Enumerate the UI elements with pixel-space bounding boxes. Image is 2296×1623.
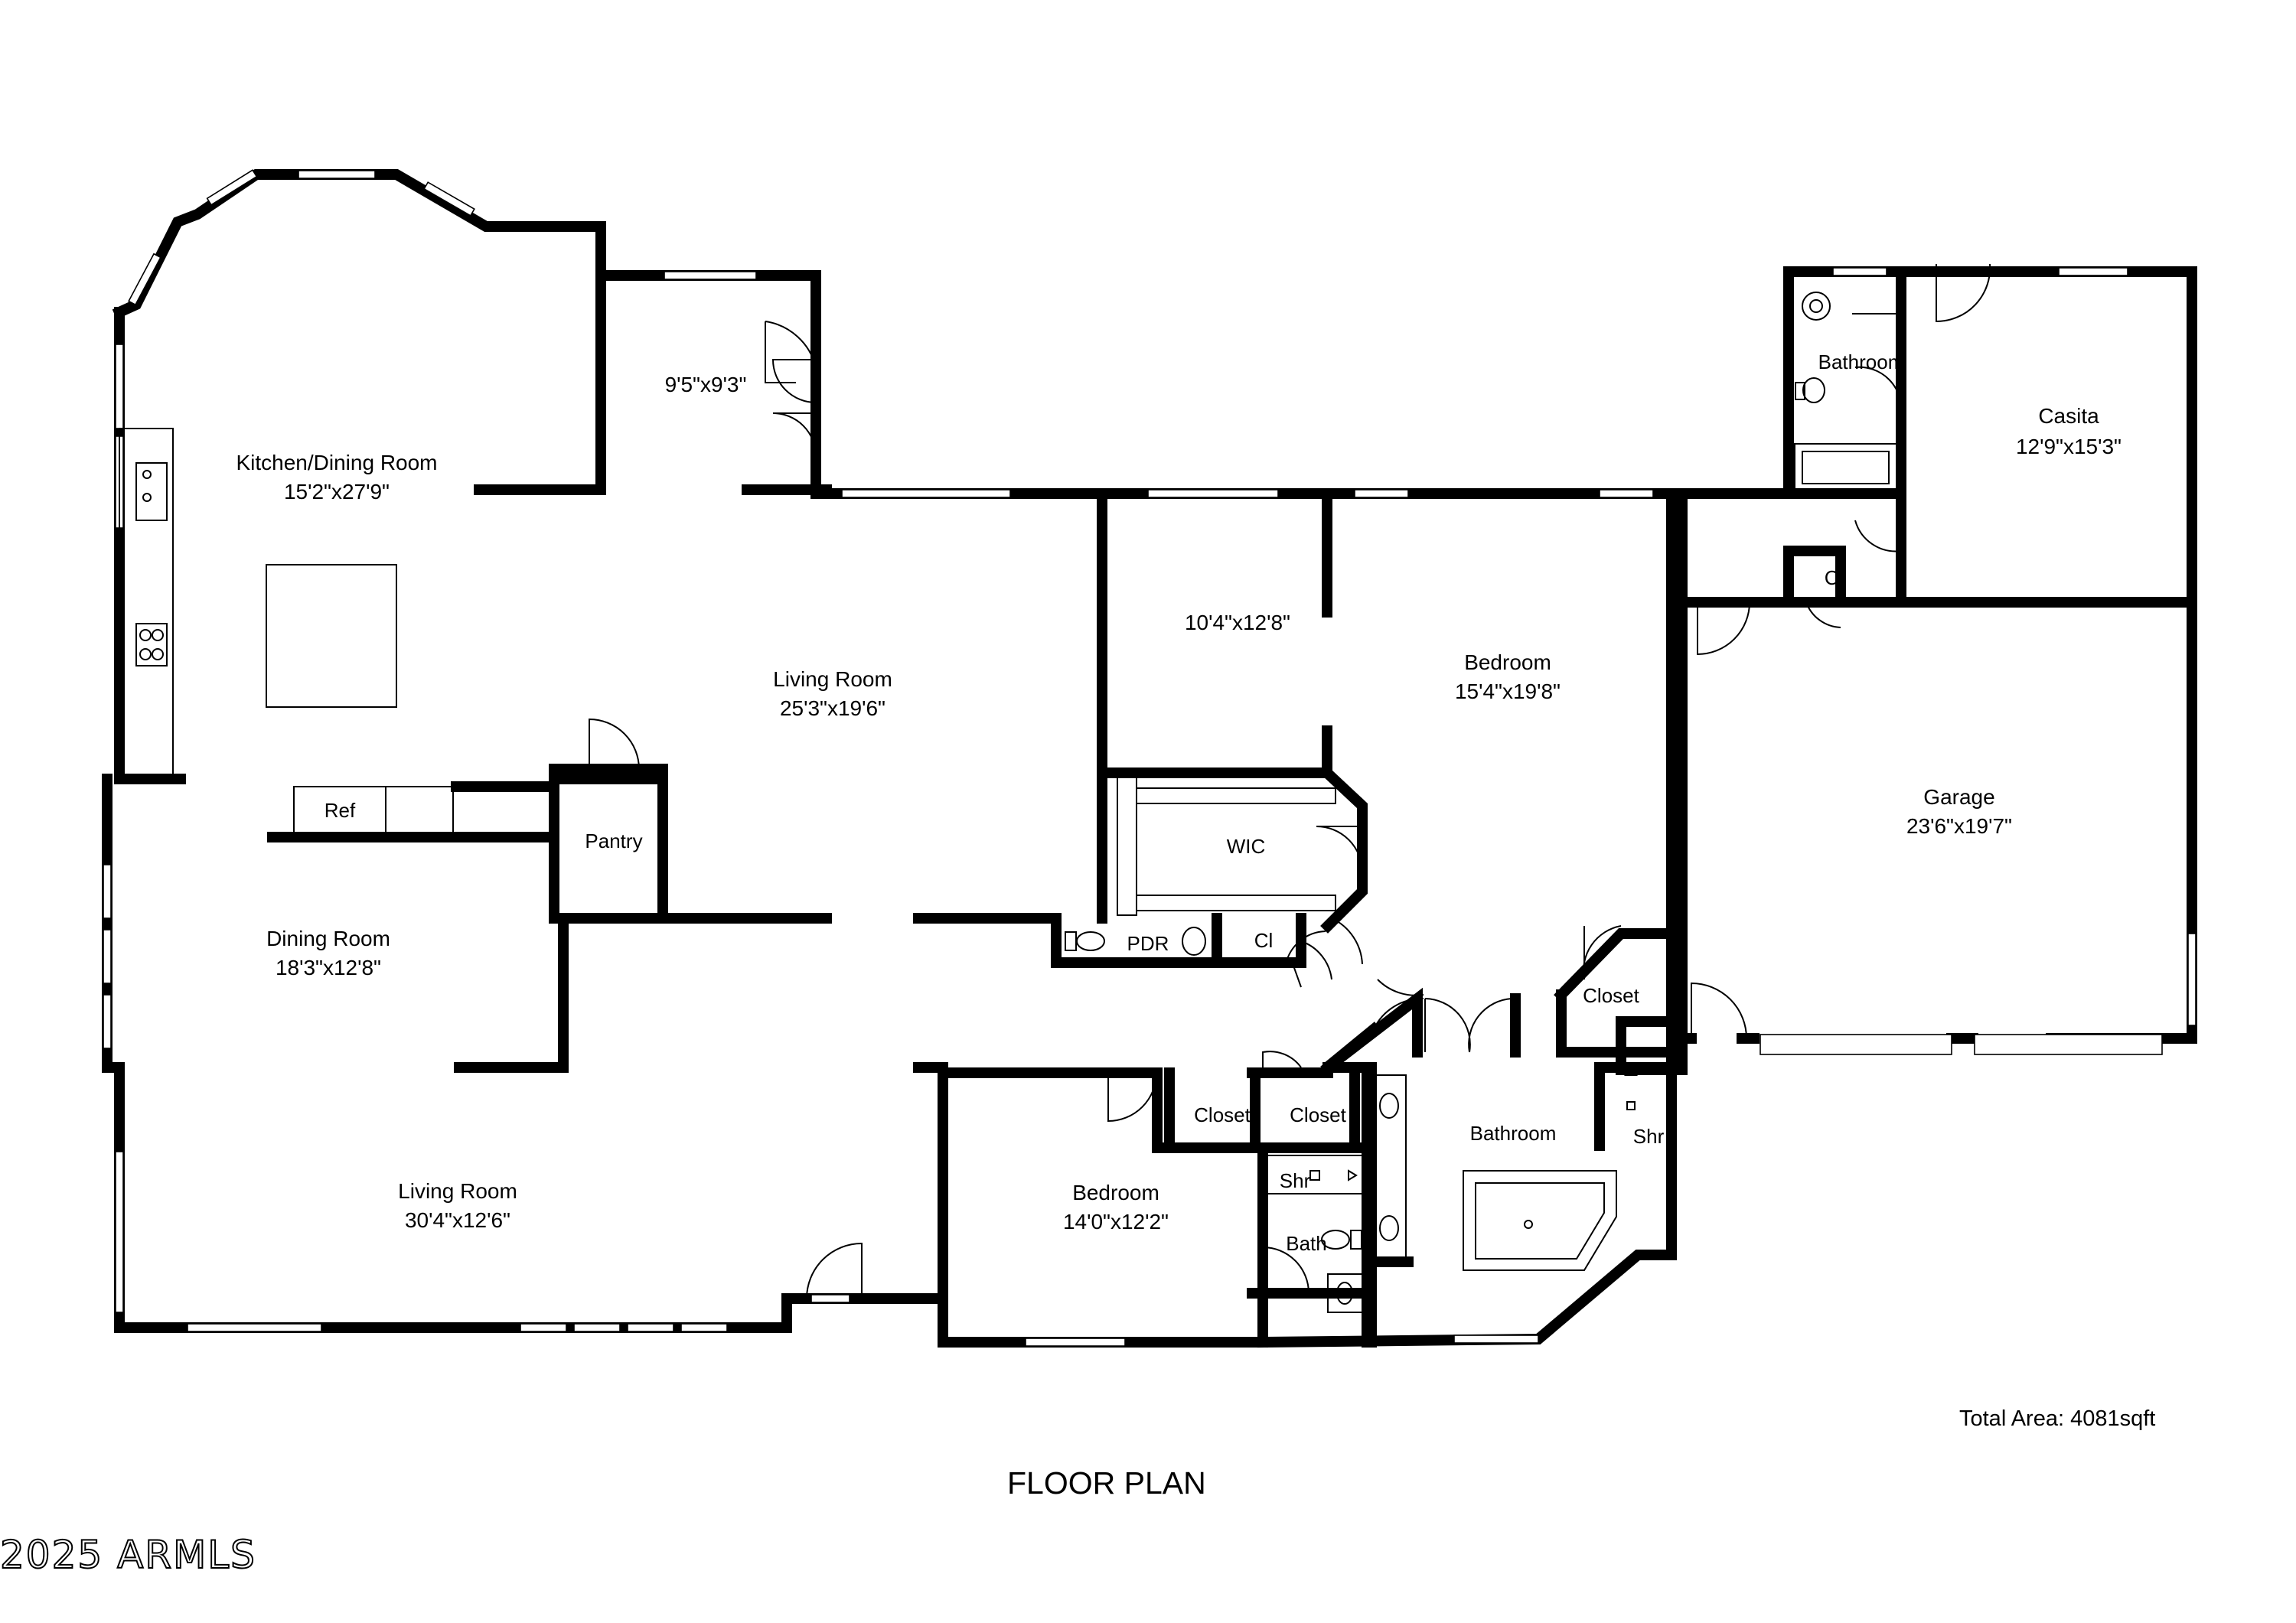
dining-room-size: 18'3"x12'8" bbox=[276, 956, 381, 979]
master-closet-label: Closet bbox=[1583, 984, 1639, 1007]
garage-name: Garage bbox=[1923, 785, 1994, 809]
fixtures bbox=[119, 292, 1899, 1313]
master-shower-label: Shr bbox=[1633, 1125, 1665, 1148]
hall-closet-label: Cl bbox=[1254, 929, 1274, 952]
pantry-label: Pantry bbox=[585, 829, 642, 852]
bedroom-2-size: 14'0"x12'2" bbox=[1063, 1210, 1169, 1234]
master-bathroom-label: Bathroom bbox=[1470, 1122, 1557, 1145]
walls bbox=[102, 169, 2197, 1348]
bedroom-master-name: Bedroom bbox=[1464, 650, 1551, 674]
living-room-upper-name: Living Room bbox=[773, 667, 892, 691]
bath-2-shower-label: Shr bbox=[1280, 1169, 1311, 1192]
living-room-lower-name: Living Room bbox=[398, 1179, 517, 1203]
living-room-upper-size: 25'3"x19'6" bbox=[780, 696, 885, 720]
room-labels: Kitchen/Dining Room 15'2"x27'9" 9'5"x9'3… bbox=[236, 350, 2122, 1255]
copyright-watermark: 2025 ARMLS bbox=[0, 1532, 256, 1578]
wic-label: WIC bbox=[1227, 835, 1266, 858]
kitchen-dining-size: 15'2"x27'9" bbox=[284, 480, 390, 504]
study-size: 10'4"x12'8" bbox=[1185, 611, 1290, 634]
casita-name: Casita bbox=[2038, 404, 2099, 428]
living-room-lower-size: 30'4"x12'6" bbox=[405, 1208, 510, 1232]
garage-size: 23'6"x19'7" bbox=[1906, 814, 2012, 838]
casita-size: 12'9"x15'3" bbox=[2016, 435, 2122, 458]
kitchen-dining-name: Kitchen/Dining Room bbox=[236, 451, 437, 474]
doors bbox=[589, 263, 1991, 1299]
closet-a-label: Closet bbox=[1194, 1103, 1251, 1126]
closet-b-label: Closet bbox=[1290, 1103, 1346, 1126]
bedroom-master-size: 15'4"x19'8" bbox=[1455, 680, 1561, 703]
floor-plan-caption: FLOOR PLAN bbox=[1007, 1465, 1206, 1501]
bath-2-label: Bath bbox=[1286, 1232, 1327, 1255]
bedroom-2-name: Bedroom bbox=[1072, 1181, 1159, 1204]
windows bbox=[103, 169, 2197, 1347]
casita-closet-name: Cl bbox=[1825, 566, 1844, 589]
entry-room-size: 9'5"x9'3" bbox=[665, 373, 747, 396]
dining-room-name: Dining Room bbox=[266, 927, 390, 950]
pdr-label: PDR bbox=[1127, 932, 1169, 955]
casita-bathroom-name: Bathroom bbox=[1818, 350, 1905, 373]
total-area: Total Area: 4081sqft bbox=[1959, 1406, 2156, 1431]
refrigerator-label: Ref bbox=[325, 799, 356, 822]
